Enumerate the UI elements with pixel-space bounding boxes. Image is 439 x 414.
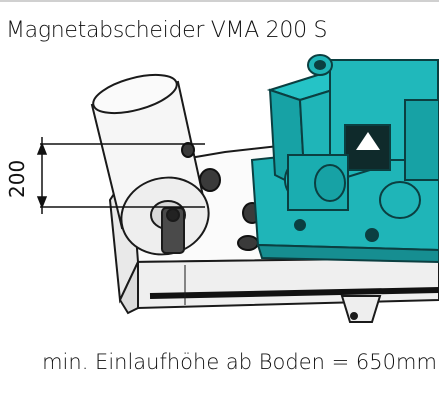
outlet-bracket (340, 295, 382, 323)
caption: min. Einlaufhöhe ab Boden = 650mm (42, 350, 437, 374)
small-rollers (181, 142, 262, 251)
drawing-title: Magnetabscheider VMA 200 S (6, 18, 328, 43)
dimension-200 (36, 137, 205, 214)
magnet-roller (90, 73, 210, 256)
top-rule (0, 0, 439, 2)
gear-motor (250, 54, 439, 264)
dimension-value: 200 (5, 160, 29, 198)
